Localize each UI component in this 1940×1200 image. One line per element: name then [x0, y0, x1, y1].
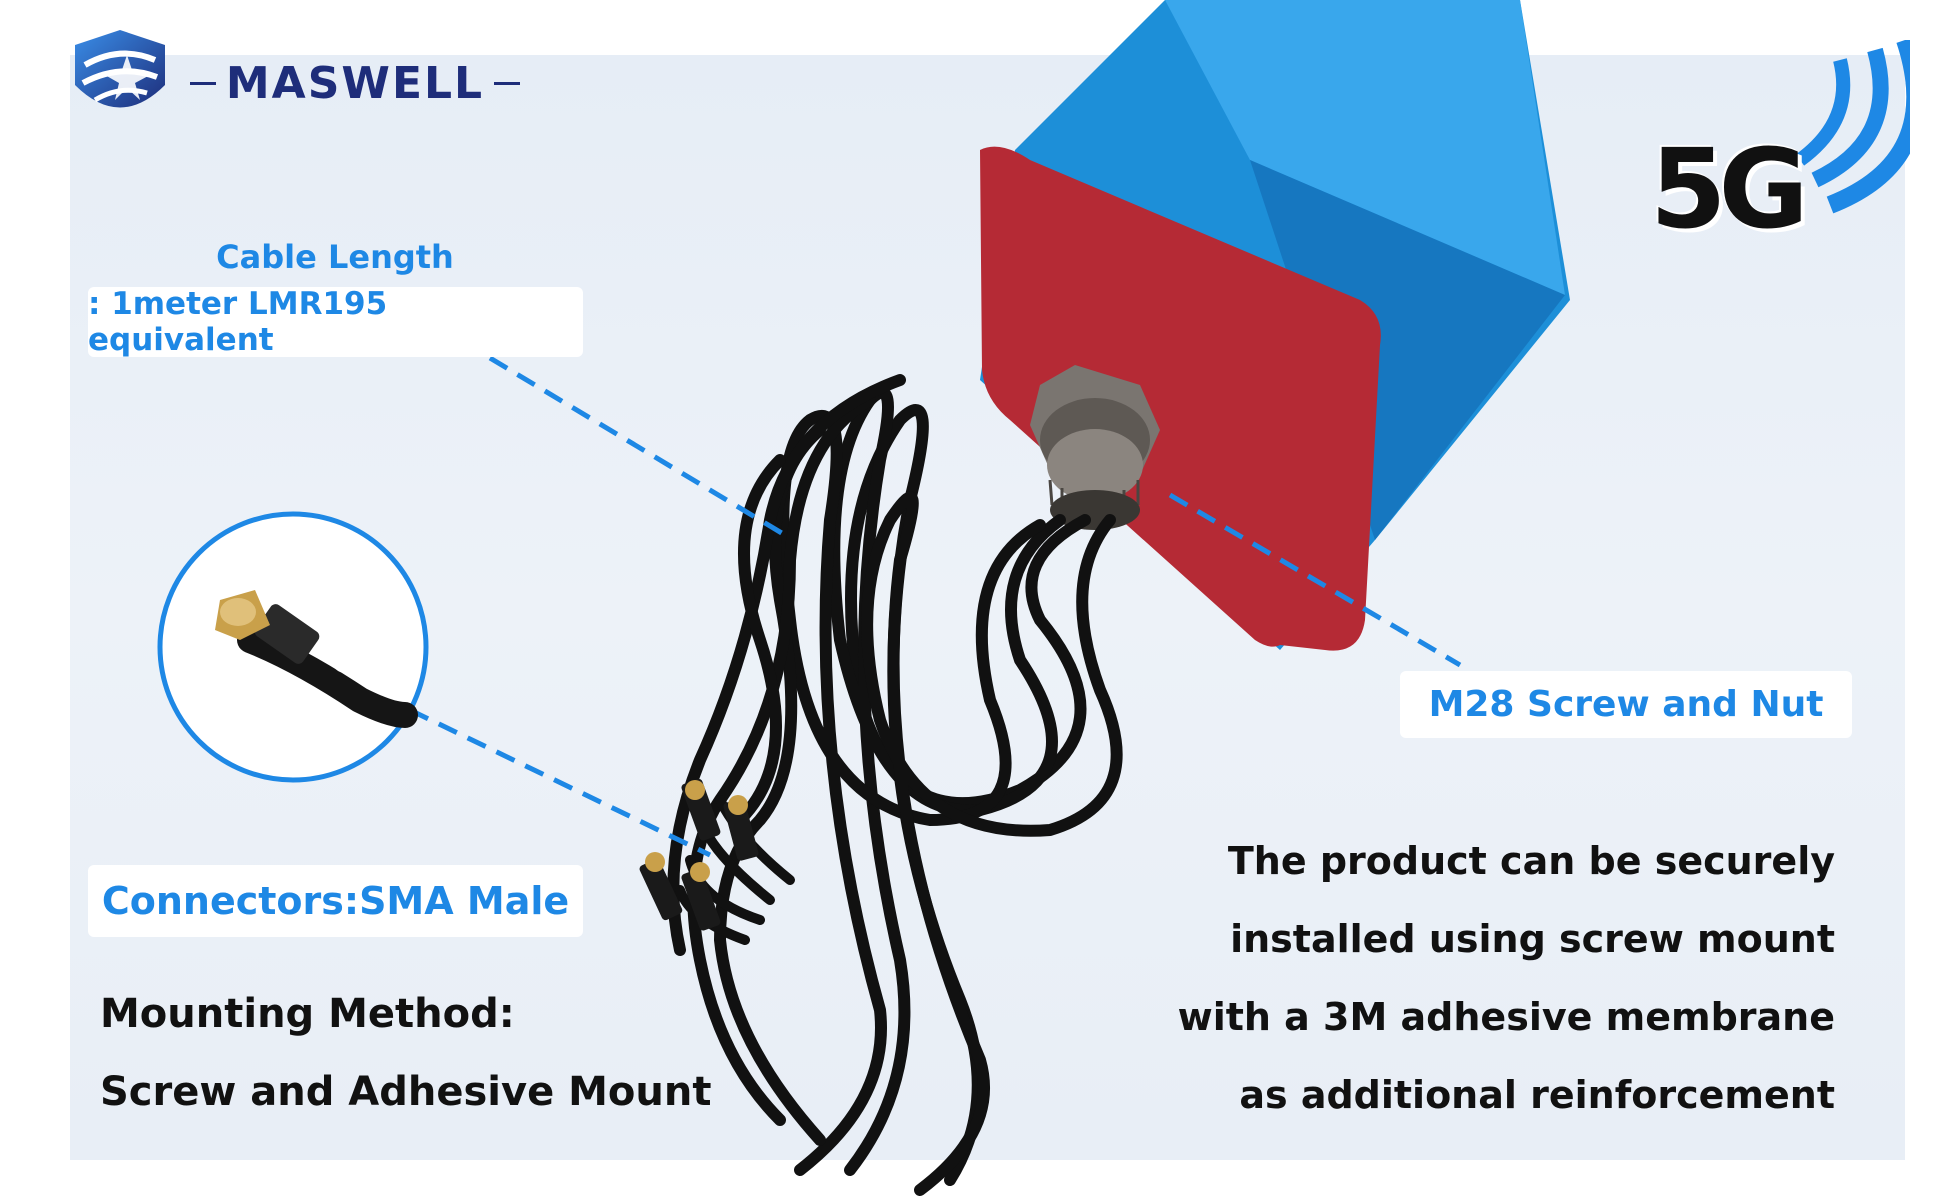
mounting-value: Screw and Adhesive Mount: [100, 1069, 712, 1115]
screw-tag: M28 Screw and Nut: [1400, 671, 1852, 738]
screw-tag-label: M28 Screw and Nut: [1428, 684, 1824, 725]
description-line-1: The product can be securely: [1227, 839, 1835, 883]
sma-connectors: [639, 778, 759, 931]
coaxial-cable: [667, 374, 1123, 1196]
mounting-title: Mounting Method:: [100, 991, 515, 1037]
antenna-enclosure: [980, 0, 1570, 651]
description-line-3: with a 3M adhesive membrane: [1177, 995, 1835, 1039]
brand-name: MASWELL: [225, 57, 485, 109]
connector-zoom-circle: [157, 511, 429, 783]
description-line-2: installed using screw mount: [1230, 917, 1835, 961]
cable-length-tag: : 1meter LMR195 equivalent: [88, 286, 583, 358]
connector-tag-label: Connectors:SMA Male: [101, 879, 570, 923]
brand-logo: MASWELL: [55, 25, 520, 135]
callout-lines: [408, 355, 1462, 858]
5g-badge-label: 5G: [1650, 125, 1809, 253]
mounting-method: Mounting Method: Screw and Adhesive Moun…: [100, 975, 711, 1131]
screw-callout-line: [1168, 492, 1462, 668]
cable-length-title: Cable Length: [216, 238, 454, 276]
product-description: The product can be securely installed us…: [1178, 822, 1835, 1134]
signal-waves-icon: [1795, 40, 1910, 214]
connector-callout-line: [408, 707, 712, 858]
5g-badge: 5G: [1640, 40, 1910, 280]
brand-emblem-icon: [75, 30, 165, 108]
connector-tag: Connectors:SMA Male: [88, 865, 583, 937]
m28-screw-and-nut: [1030, 365, 1160, 530]
cable-length-value: : 1meter LMR195 equivalent: [88, 286, 388, 358]
adhesive-membrane: [980, 146, 1381, 651]
cable-callout-line: [488, 355, 792, 541]
brand-divider-left: [190, 81, 216, 85]
brand-divider-right: [494, 81, 520, 85]
description-line-4: as additional reinforcement: [1239, 1073, 1835, 1117]
